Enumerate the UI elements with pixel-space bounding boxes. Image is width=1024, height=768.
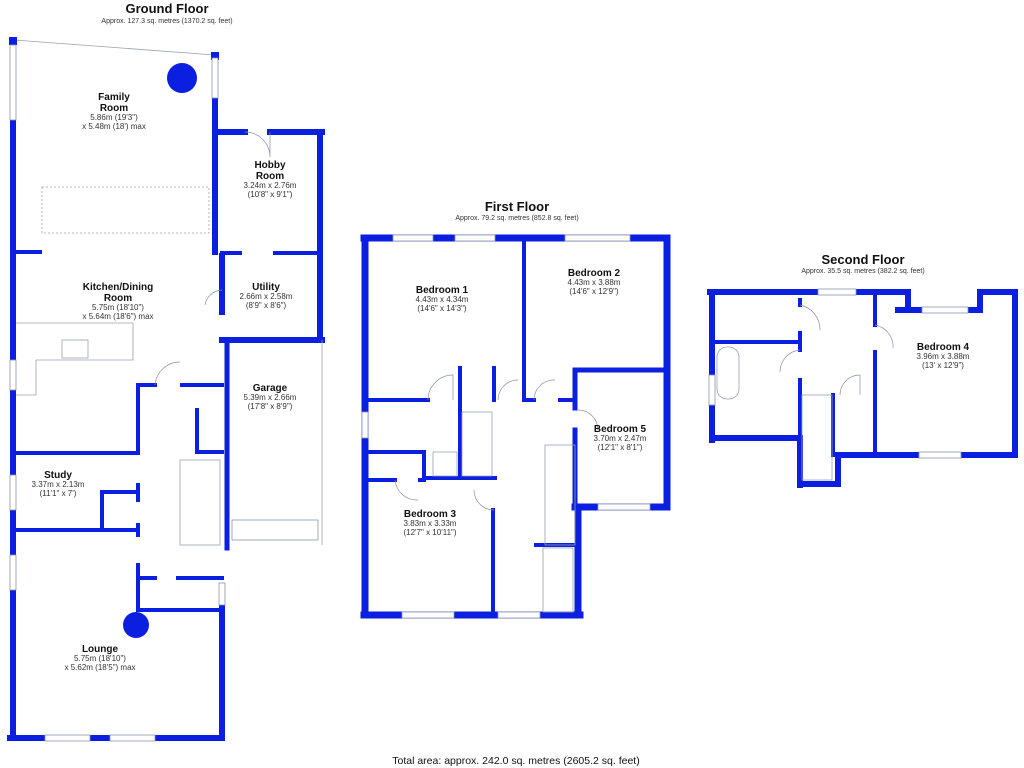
bedroom-4-name: Bedroom 4	[917, 342, 970, 353]
second-floor-title: Second Floor	[821, 252, 904, 267]
kitchen-name-2: Room	[104, 293, 132, 304]
bedroom-4-dim: 3.96m x 3.88m	[917, 352, 970, 361]
second-floor-plan: Second Floor Approx. 35.5 sq. metres (38…	[707, 252, 1018, 488]
lounge-dim: 5.75m (18'10")	[74, 654, 126, 663]
hobby-room-dim-2: (10'8" x 9'1")	[248, 190, 293, 199]
lounge-name: Lounge	[82, 644, 119, 655]
first-floor-area: Approx. 79.2 sq. metres (852.8 sq. feet)	[455, 215, 578, 222]
ground-floor-title: Ground Floor	[125, 1, 208, 16]
garage-dim: 5.39m x 2.66m	[244, 393, 297, 402]
first-floor-plan: First Floor Approx. 79.2 sq. metres (852…	[360, 199, 671, 619]
family-room-dim: 5.86m (19'3")	[90, 113, 138, 122]
family-room-dim-2: x 5.48m (18') max	[82, 122, 146, 131]
hobby-room-dim: 3.24m x 2.76m	[244, 181, 297, 190]
garage-name: Garage	[253, 383, 288, 394]
kitchen-dim-2: x 5.64m (18'6") max	[82, 312, 153, 321]
bedroom-5-dim: 3.70m x 2.47m	[594, 434, 647, 443]
ground-floor-plan: Ground Floor Approx. 127.3 sq. metres (1…	[7, 1, 325, 742]
first-floor-title: First Floor	[485, 199, 549, 214]
bedroom-1-dim: 4.43m x 4.34m	[416, 295, 469, 304]
utility-dim-2: (8'9" x 8'6")	[246, 301, 287, 310]
bedroom-1-name: Bedroom 1	[416, 285, 469, 296]
bedroom-1-dim-2: (14'6" x 14'3")	[417, 304, 467, 313]
bedroom-2-name: Bedroom 2	[568, 268, 621, 279]
column-marker-icon	[123, 612, 149, 638]
hobby-room-name-2: Room	[256, 171, 284, 182]
bedroom-5-dim-2: (12'1" x 8'1")	[598, 443, 643, 452]
column-marker-icon	[167, 63, 197, 93]
bedroom-3-dim: 3.83m x 3.33m	[404, 519, 457, 528]
ground-floor-area: Approx. 127.3 sq. metres (1370.2 sq. fee…	[101, 18, 232, 25]
bedroom-5-name: Bedroom 5	[594, 424, 647, 435]
family-room-name-2: Room	[100, 103, 128, 114]
second-floor-area: Approx. 35.5 sq. metres (382.2 sq. feet)	[801, 268, 924, 275]
utility-dim: 2.66m x 2.58m	[240, 292, 293, 301]
study-dim-2: (11'1" x 7')	[40, 489, 77, 498]
family-room-name: Family	[98, 92, 130, 103]
bedroom-4-dim-2: (13' x 12'9")	[922, 361, 964, 370]
bedroom-3-dim-2: (12'7" x 10'11")	[403, 528, 456, 537]
garage-dim-2: (17'8" x 8'9")	[248, 402, 293, 411]
kitchen-dim: 5.75m (18'10")	[92, 303, 144, 312]
total-area: Total area: approx. 242.0 sq. metres (26…	[392, 755, 639, 767]
bedroom-3-name: Bedroom 3	[404, 509, 457, 520]
study-name: Study	[44, 470, 72, 481]
lounge-dim-2: x 5.62m (18'5") max	[64, 663, 135, 672]
study-dim: 3.37m x 2.13m	[32, 480, 85, 489]
utility-name: Utility	[252, 282, 280, 293]
kitchen-name: Kitchen/Dining	[83, 282, 154, 293]
hobby-room-name: Hobby	[254, 160, 286, 171]
bedroom-2-dim: 4.43m x 3.88m	[568, 278, 621, 287]
bedroom-2-dim-2: (14'6" x 12'9")	[569, 287, 619, 296]
